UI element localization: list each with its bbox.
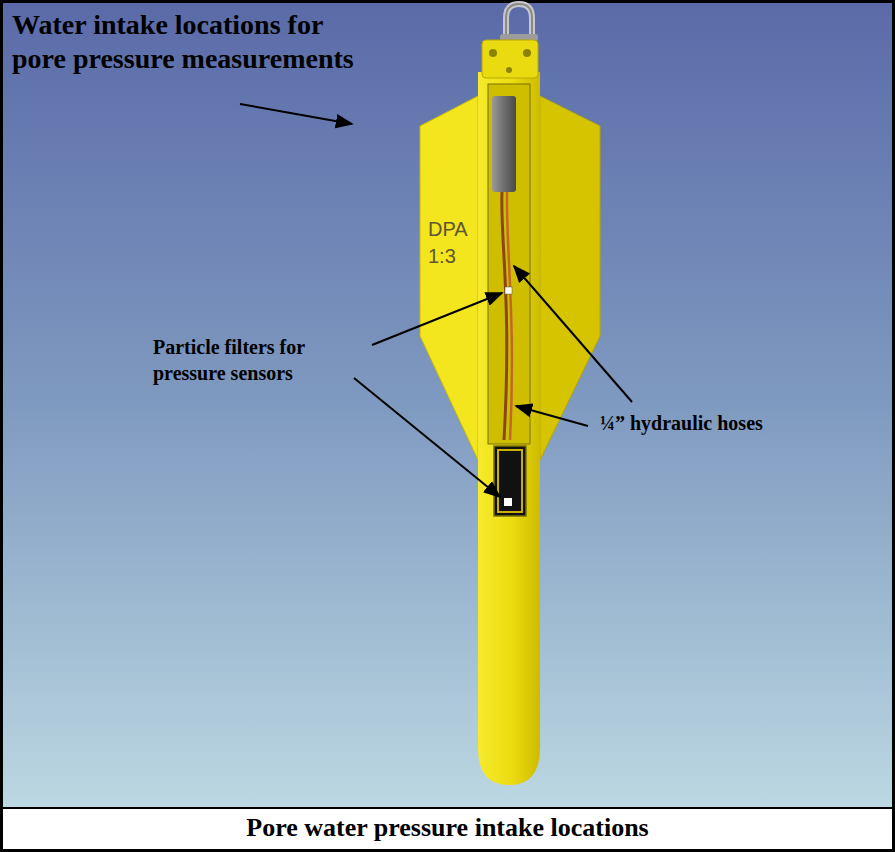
caption-band [0,808,895,852]
hydraulic-hose [502,192,507,440]
model-marking: DPA 1:3 [428,216,478,270]
hydraulic-hose [507,192,512,440]
particle-filter [505,287,512,294]
right-fin [540,96,600,460]
left-fin [420,96,478,460]
probe-body [478,72,540,464]
background [0,0,895,808]
pressure-sensor [492,96,516,192]
probe-tube [478,455,540,785]
leader-lines [240,104,632,497]
shackle [500,4,538,41]
callout-label: ¼” hydraulic hoses [600,410,763,436]
lower-window [494,446,526,516]
callout-label: Particle filters for pressure sensors [153,334,368,386]
mount-block [482,40,538,78]
body-window [488,84,530,444]
particle-filter [504,498,512,506]
callout-label: Water intake locations for pore pressure… [12,8,362,75]
caption: Pore water pressure intake locations [0,812,895,843]
